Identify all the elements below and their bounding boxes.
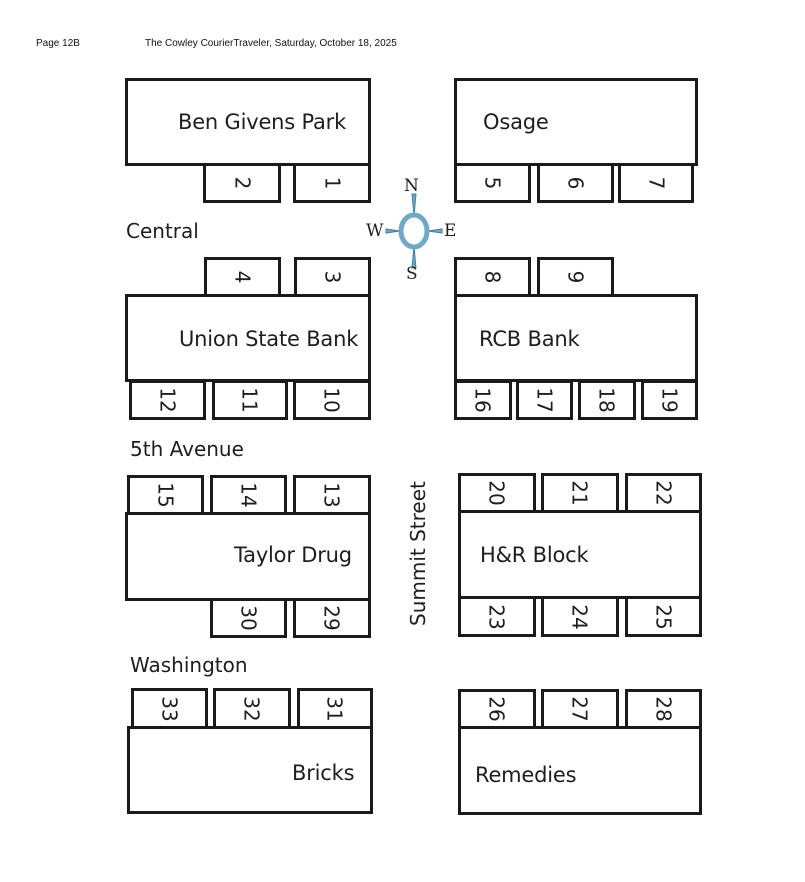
stall-15: 15 (127, 475, 204, 515)
stall-1: 1 (293, 163, 371, 203)
stall-number: 4 (230, 270, 255, 284)
stall-number: 3 (320, 270, 345, 284)
stall-number: 7 (643, 176, 668, 190)
stall-number: 31 (322, 695, 347, 722)
block-label: Union State Bank (179, 327, 359, 351)
block-remedies: Remedies (458, 726, 702, 815)
stall-17: 17 (516, 380, 573, 420)
street-5th-avenue: 5th Avenue (130, 437, 244, 461)
stall-31: 31 (297, 688, 373, 729)
stall-26: 26 (458, 689, 536, 729)
stall-number: 11 (237, 387, 262, 413)
stall-number: 1 (319, 176, 344, 190)
stall-23: 23 (458, 596, 536, 637)
stall-number: 28 (651, 696, 676, 722)
street-washington: Washington (130, 653, 248, 677)
publication-line: The Cowley CourierTraveler, Saturday, Oc… (145, 38, 397, 49)
compass-w: W (366, 221, 384, 241)
block-bricks: Bricks (127, 726, 373, 814)
stall-13: 13 (293, 475, 371, 515)
stall-number: 32 (239, 695, 264, 722)
compass-icon (385, 193, 443, 269)
stall-number: 6 (563, 176, 588, 190)
stall-29: 29 (293, 598, 371, 638)
stall-2: 2 (203, 163, 281, 203)
stall-number: 30 (236, 605, 261, 631)
stall-30: 30 (210, 598, 287, 638)
block-label: Osage (483, 110, 549, 134)
stall-18: 18 (578, 380, 636, 420)
block-label: Remedies (475, 763, 577, 787)
stall-6: 6 (537, 163, 614, 203)
stall-number: 17 (532, 387, 557, 413)
stall-number: 2 (229, 176, 254, 190)
stall-number: 29 (319, 605, 344, 631)
block-label: RCB Bank (479, 327, 580, 351)
compass-n: N (404, 176, 419, 196)
stall-number: 16 (470, 387, 495, 413)
block-label: Ben Givens Park (178, 110, 347, 134)
stall-22: 22 (625, 473, 702, 513)
stall-24: 24 (541, 596, 619, 637)
stall-number: 25 (651, 603, 676, 630)
block-label: Bricks (292, 761, 355, 785)
stall-5: 5 (454, 163, 531, 203)
street-summit: Summit Street (406, 481, 430, 626)
stall-32: 32 (213, 688, 291, 729)
stall-number: 9 (563, 270, 588, 284)
block-ben-givens-park: Ben Givens Park (125, 78, 371, 166)
block-label: Taylor Drug (234, 543, 352, 567)
stall-number: 15 (153, 482, 178, 508)
stall-number: 20 (484, 480, 509, 506)
stall-7: 7 (618, 163, 694, 203)
stall-number: 27 (567, 696, 592, 722)
street-central: Central (126, 219, 199, 243)
stall-10: 10 (293, 380, 371, 420)
stall-number: 23 (484, 603, 509, 630)
stall-21: 21 (541, 473, 619, 513)
stall-number: 21 (567, 480, 592, 506)
stall-28: 28 (625, 689, 702, 729)
stall-16: 16 (454, 380, 512, 420)
stall-number: 14 (236, 482, 261, 508)
stall-number: 19 (657, 387, 682, 413)
block-union-state-bank: Union State Bank (125, 294, 371, 382)
stall-14: 14 (210, 475, 287, 515)
stall-20: 20 (458, 473, 536, 513)
stall-number: 33 (157, 695, 182, 722)
stall-number: 12 (155, 387, 180, 413)
block-taylor-drug: Taylor Drug (125, 512, 371, 601)
stall-4: 4 (204, 257, 281, 297)
page-number: Page 12B (36, 38, 80, 49)
stall-19: 19 (641, 380, 698, 420)
stall-25: 25 (625, 596, 702, 637)
stall-number: 8 (480, 270, 505, 284)
stall-27: 27 (541, 689, 619, 729)
stall-12: 12 (129, 380, 206, 420)
compass-s: S (406, 264, 418, 284)
compass-rose: N S W E (366, 176, 462, 286)
block-osage: Osage (454, 78, 698, 166)
stall-9: 9 (537, 257, 614, 297)
stall-number: 10 (319, 387, 344, 413)
compass-e: E (444, 221, 457, 241)
stall-33: 33 (131, 688, 208, 729)
stall-number: 22 (651, 480, 676, 506)
block-label: H&R Block (480, 543, 589, 567)
stall-8: 8 (454, 257, 531, 297)
stall-number: 24 (567, 603, 592, 630)
block-rcb-bank: RCB Bank (454, 294, 698, 382)
stall-number: 18 (594, 387, 619, 413)
block-hr-block: H&R Block (458, 510, 702, 599)
stall-number: 13 (319, 482, 344, 508)
stall-11: 11 (212, 380, 288, 420)
stall-number: 26 (484, 696, 509, 722)
stall-number: 5 (480, 176, 505, 190)
stall-3: 3 (294, 257, 371, 297)
